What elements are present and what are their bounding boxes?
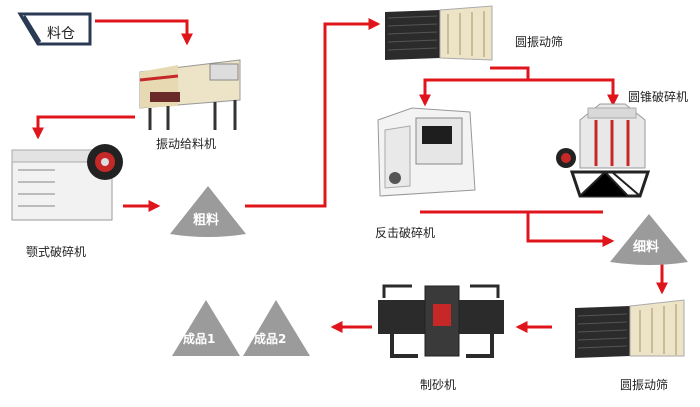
arrow-hopper-to-feeder — [95, 19, 193, 46]
pile-product1 — [172, 300, 240, 356]
hopper-label: 料仓 — [47, 26, 75, 42]
impact-crusher-image — [377, 107, 476, 197]
pile-product2 — [243, 300, 310, 356]
screen-top-label: 圆振动筛 — [515, 35, 564, 49]
hopper-icon — [17, 12, 92, 46]
screen-bottom-label: 圆振动筛 — [620, 378, 669, 392]
vibrating-screen-top-image — [385, 5, 493, 61]
arrow-to-cone — [528, 78, 619, 107]
product2-pile-label: 成品2 — [254, 332, 287, 346]
pile-coarse — [170, 186, 246, 237]
impact-crusher-label: 反击破碎机 — [375, 226, 436, 240]
product1-pile-label: 成品1 — [183, 332, 216, 346]
cone-crusher-image — [556, 103, 651, 198]
jaw-crusher-label: 颚式破碎机 — [26, 245, 87, 259]
jaw-crusher-image — [11, 144, 123, 221]
arrow-impact-to-fine — [420, 210, 615, 247]
arrow-feeder-to-jaw — [32, 115, 135, 140]
fine-pile-label: 细料 — [633, 240, 660, 255]
arrow-screen-split — [490, 66, 530, 80]
pile-fine — [610, 214, 688, 265]
sand-making-machine-image — [378, 284, 504, 358]
material-piles — [170, 186, 688, 356]
arrow-to-impact — [419, 78, 528, 107]
vibrating-screen-bottom-image — [575, 299, 685, 358]
sand-maker-label: 制砂机 — [420, 378, 457, 392]
cone-crusher-label: 圆锥破碎机 — [628, 90, 689, 104]
feeder-label: 振动给料机 — [156, 137, 217, 151]
arrow-coarse-to-screen — [245, 18, 381, 208]
vibrating-feeder-image — [139, 59, 241, 130]
flow-arrows — [32, 18, 668, 333]
coarse-pile-label: 粗料 — [193, 213, 220, 228]
